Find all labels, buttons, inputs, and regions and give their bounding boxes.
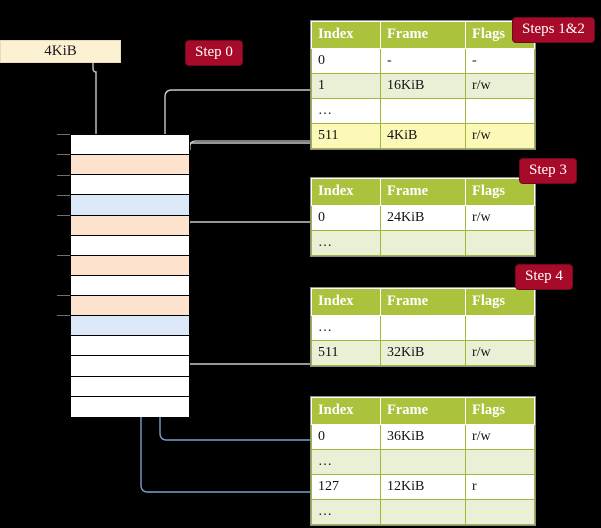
memory-frame-row [71, 316, 189, 337]
memory-tick [57, 134, 70, 135]
table-cell-index: 127 [311, 474, 381, 500]
table-cell-flags [465, 449, 535, 475]
badge-step-4: Step 4 [516, 265, 572, 289]
table-cell-index: 0 [311, 205, 381, 231]
column-header-flags: Flags [465, 21, 535, 49]
table-cell-frame: 4KiB [380, 123, 466, 149]
memory-frame-row [71, 155, 189, 176]
table-cell-frame: - [380, 48, 466, 74]
table-row: … [311, 98, 535, 124]
table-cell-frame: 36KiB [380, 424, 466, 450]
table-cell-frame [380, 315, 466, 341]
table-cell-flags: r/w [465, 73, 535, 99]
memory-frame-row [71, 396, 189, 417]
memory-tick [57, 175, 70, 176]
table-cell-index: 511 [311, 340, 381, 366]
memory-frame-row [71, 175, 189, 196]
table-cell-flags: r/w [465, 424, 535, 450]
table-row: 0-- [311, 48, 535, 74]
table-cell-index: … [311, 315, 381, 341]
column-header-index: Index [311, 178, 381, 206]
table-cell-index: 1 [311, 73, 381, 99]
table-cell-frame [380, 98, 466, 124]
memory-frame-row [71, 135, 189, 156]
table-row: … [311, 449, 535, 475]
memory-tick [57, 195, 70, 196]
table-cell-flags [465, 230, 535, 256]
memory-frame-row [71, 296, 189, 317]
table-cell-flags: - [465, 48, 535, 74]
table-cell-frame: 32KiB [380, 340, 466, 366]
table-cell-index: 0 [311, 48, 381, 74]
table-cell-flags: r/w [465, 340, 535, 366]
table-cell-index: … [311, 449, 381, 475]
badge-steps-1-2: Steps 1&2 [513, 18, 594, 42]
memory-frame-row [71, 215, 189, 236]
memory-tick [57, 295, 70, 296]
table-cell-flags: r/w [465, 123, 535, 149]
column-header-frame: Frame [380, 21, 466, 49]
memory-frame-row [71, 275, 189, 296]
source-box-label: 4KiB [44, 43, 77, 59]
table-cell-frame: 12KiB [380, 474, 466, 500]
table-cell-frame [380, 230, 466, 256]
memory-tick [57, 255, 70, 256]
column-header-frame: Frame [380, 178, 466, 206]
table-cell-index: … [311, 499, 381, 525]
table-cell-frame: 24KiB [380, 205, 466, 231]
column-header-frame: Frame [380, 288, 466, 316]
table-cell-frame [380, 499, 466, 525]
column-header-frame: Frame [380, 397, 466, 425]
column-header-index: Index [311, 288, 381, 316]
column-header-flags: Flags [465, 397, 535, 425]
column-header-index: Index [311, 21, 381, 49]
table-row: … [311, 499, 535, 525]
column-header-flags: Flags [465, 178, 535, 206]
table-cell-frame [380, 449, 466, 475]
table-cell-index: … [311, 230, 381, 256]
memory-frame-row [71, 195, 189, 216]
memory-frame-row [71, 235, 189, 256]
table-row: … [311, 230, 535, 256]
table-cell-flags [465, 98, 535, 124]
memory-frame-row [71, 376, 189, 397]
memory-tick [57, 154, 70, 155]
table-cell-index: … [311, 98, 381, 124]
source-box-4kib: 4KiB [0, 40, 121, 63]
table-cell-index: 511 [311, 123, 381, 149]
badge-step-3: Step 3 [520, 159, 576, 183]
memory-tick [57, 315, 70, 316]
memory-frame-row [71, 336, 189, 357]
table-cell-flags: r/w [465, 205, 535, 231]
memory-frame-row [71, 255, 189, 276]
table-cell-index: 0 [311, 424, 381, 450]
physical-memory-column [70, 134, 190, 417]
column-header-index: Index [311, 397, 381, 425]
table-row: … [311, 315, 535, 341]
table-cell-frame: 16KiB [380, 73, 466, 99]
table-cell-flags [465, 315, 535, 341]
table-cell-flags: r [465, 474, 535, 500]
memory-frame-row [71, 356, 189, 377]
memory-tick [57, 215, 70, 216]
table-cell-flags [465, 499, 535, 525]
badge-step-0: Step 0 [186, 41, 242, 65]
column-header-flags: Flags [465, 288, 535, 316]
